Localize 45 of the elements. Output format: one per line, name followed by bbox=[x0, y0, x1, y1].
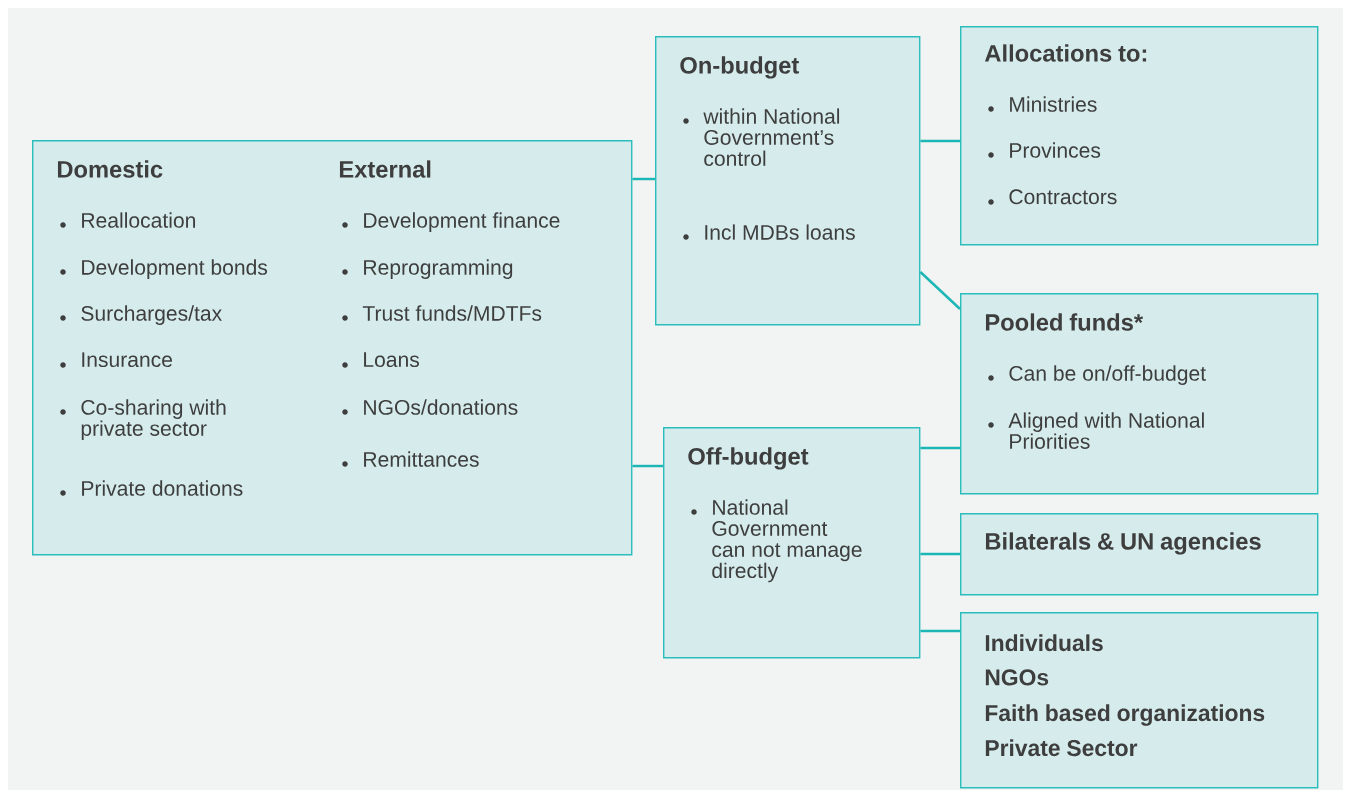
connector-line bbox=[920, 446, 960, 450]
bullet-item: Contractors bbox=[988, 189, 1117, 205]
box-heading: Allocations to: bbox=[984, 44, 1147, 62]
connector-line bbox=[632, 464, 663, 468]
content-box bbox=[663, 427, 921, 659]
box-text: Individuals bbox=[985, 634, 1103, 652]
bullet-item: Reallocation bbox=[60, 212, 195, 228]
connector-line bbox=[920, 552, 960, 556]
box-heading: Pooled funds* bbox=[985, 313, 1144, 331]
bullet-item: Can be on/off-budget bbox=[988, 365, 1206, 385]
content-box bbox=[32, 140, 633, 556]
bullet-item: Loans bbox=[342, 352, 420, 368]
bullet-item: Trust funds/MDTFs bbox=[342, 305, 542, 321]
box-text: Faith based organizations bbox=[985, 704, 1265, 726]
box-text: Private Sector bbox=[985, 739, 1138, 757]
bullet-item: Co-sharing with private sector bbox=[60, 399, 226, 441]
bullet-item: Reprogramming bbox=[342, 259, 513, 279]
box-heading: External bbox=[339, 160, 431, 178]
box-heading: On-budget bbox=[680, 56, 799, 79]
bullet-item: Development bonds bbox=[60, 259, 268, 279]
bullet-item: within National Government’s control bbox=[683, 108, 840, 166]
bullet-item: Remittances bbox=[342, 451, 479, 467]
connector-line bbox=[920, 629, 960, 633]
bullet-item: Development finance bbox=[342, 212, 560, 232]
bullet-item: Surcharges/tax bbox=[60, 305, 222, 325]
box-text: NGOs bbox=[985, 669, 1049, 686]
connector-line bbox=[920, 139, 960, 143]
box-heading: Bilaterals & UN agencies bbox=[985, 532, 1261, 555]
content-box bbox=[960, 26, 1319, 246]
content-box bbox=[960, 293, 1319, 495]
content-box bbox=[960, 513, 1319, 596]
bullet-item: Provinces bbox=[988, 142, 1101, 158]
bullet-item: Aligned with National Priorities bbox=[988, 412, 1204, 449]
bullet-item: National Government can not manage directly bbox=[691, 499, 862, 583]
bullet-item: Incl MDBs loans bbox=[683, 224, 855, 240]
bullet-item: Ministries bbox=[988, 96, 1097, 112]
content-box bbox=[655, 36, 921, 326]
bullet-item: Insurance bbox=[60, 352, 172, 368]
connector-line bbox=[919, 271, 961, 310]
bullet-item: NGOs/donations bbox=[342, 399, 518, 415]
bullet-item: Private donations bbox=[60, 480, 243, 496]
connector-line bbox=[632, 177, 655, 181]
box-heading: Off-budget bbox=[688, 447, 809, 470]
box-heading: Domestic bbox=[57, 160, 163, 178]
content-box bbox=[960, 612, 1319, 789]
